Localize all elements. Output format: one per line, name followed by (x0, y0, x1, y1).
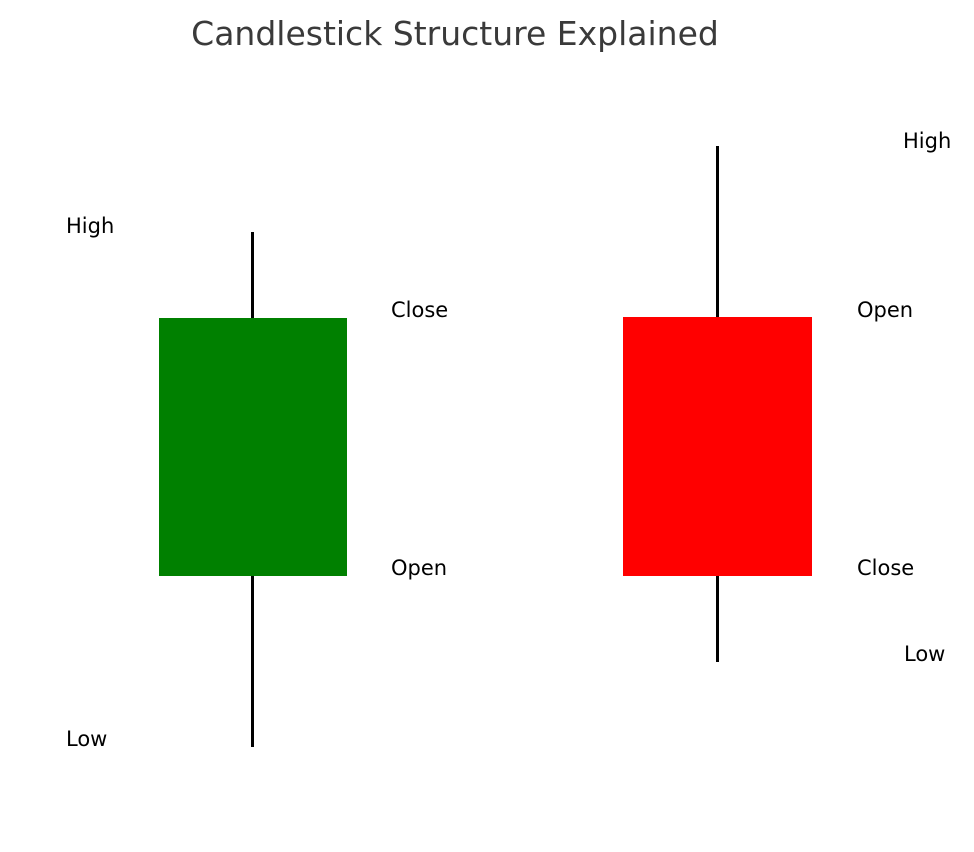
bearish-candle-body (623, 317, 812, 576)
bullish-open-label: Open (391, 556, 448, 580)
bearish-open-label: Open (857, 298, 914, 322)
bearish-close-label: Close (857, 556, 915, 580)
diagram-title: Candlestick Structure Explained (191, 14, 719, 53)
bearish-low-label: Low (904, 642, 946, 666)
bullish-candle-body (159, 318, 347, 576)
bullish-high-label: High (66, 214, 115, 238)
bullish-low-label: Low (66, 727, 108, 751)
bearish-high-label: High (903, 129, 952, 153)
bullish-close-label: Close (391, 298, 449, 322)
